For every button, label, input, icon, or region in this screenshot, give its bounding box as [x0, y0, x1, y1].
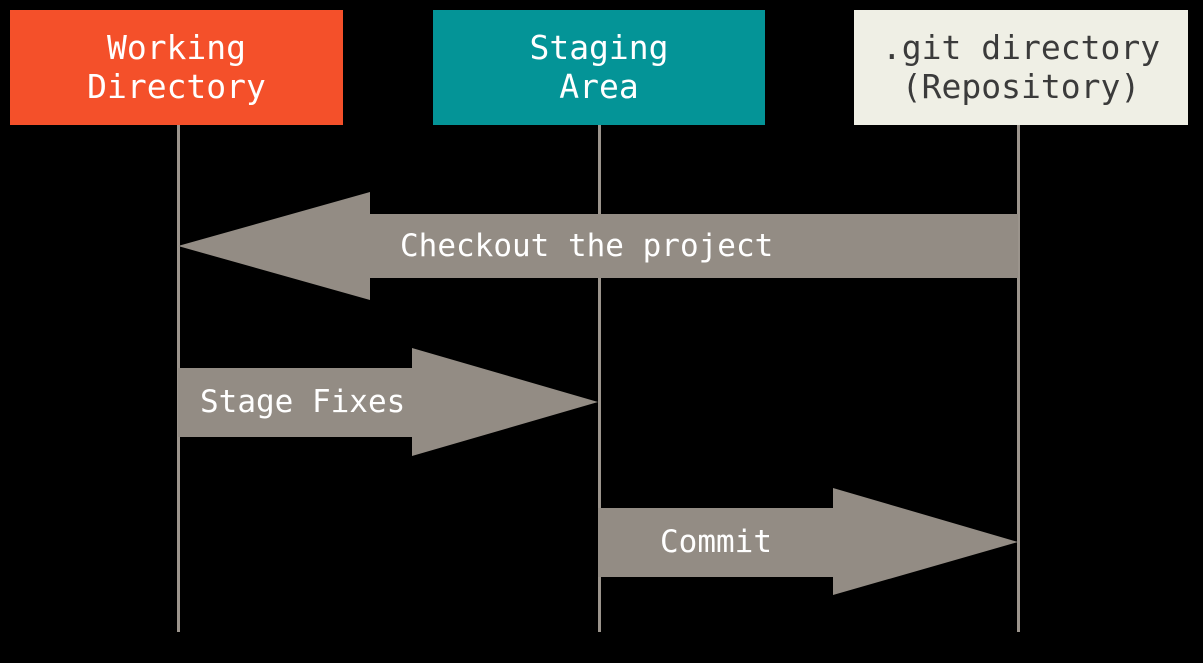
lifeline-git-directory — [1017, 125, 1020, 632]
arrow-stage-fixes-label: Stage Fixes — [200, 384, 406, 420]
arrow-stage-fixes — [178, 348, 598, 456]
arrow-checkout-label: Checkout the project — [400, 228, 774, 264]
arrow-commit — [598, 488, 1018, 595]
arrow-checkout — [178, 192, 1018, 300]
node-working-directory: Working Directory — [10, 10, 343, 125]
arrow-commit-label: Commit — [660, 524, 772, 560]
node-git-directory: .git directory (Repository) — [854, 10, 1188, 125]
lifeline-staging-area — [598, 125, 601, 632]
node-staging-area: Staging Area — [433, 10, 765, 125]
